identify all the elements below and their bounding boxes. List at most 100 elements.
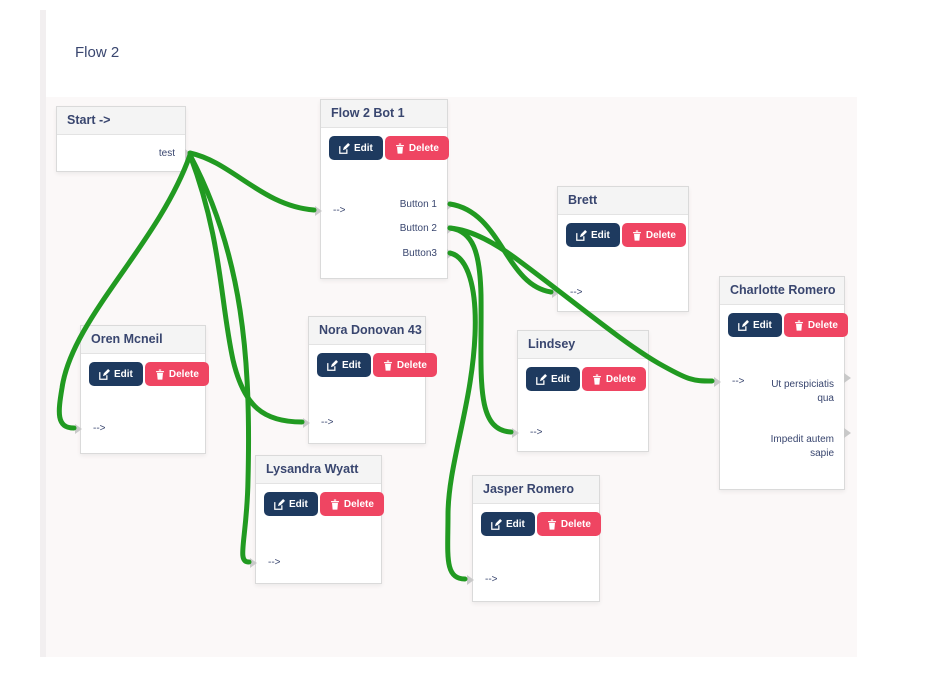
input-port[interactable] <box>467 575 474 585</box>
delete-button-label: Delete <box>807 319 838 331</box>
node-start[interactable]: Start ->test <box>56 106 192 172</box>
input-port-label: --> <box>732 376 745 387</box>
delete-button[interactable]: Delete <box>144 362 209 386</box>
node-title: Lindsey <box>518 331 648 359</box>
input-port[interactable] <box>75 424 82 434</box>
node-title: Flow 2 Bot 1 <box>321 100 447 128</box>
delete-button[interactable]: Delete <box>384 136 449 160</box>
node-actions: Edit Delete <box>81 354 209 386</box>
edit-pencil-icon <box>536 373 547 385</box>
edit-pencil-icon <box>491 518 502 530</box>
trash-icon <box>592 373 601 385</box>
flow-title-card: Flow 2 <box>46 29 857 98</box>
input-port[interactable] <box>512 428 519 438</box>
edit-button[interactable]: Edit <box>317 353 371 377</box>
input-port[interactable] <box>303 418 310 428</box>
input-port[interactable] <box>315 206 322 216</box>
edit-button-label: Edit <box>114 368 133 380</box>
edit-button-label: Edit <box>551 373 570 385</box>
input-port[interactable] <box>714 377 721 387</box>
node-actions: Edit Delete <box>720 305 848 337</box>
edit-pencil-icon <box>339 142 350 154</box>
input-port[interactable] <box>552 288 559 298</box>
node-actions: Edit Delete <box>473 504 601 536</box>
edit-button[interactable]: Edit <box>329 136 383 160</box>
edit-button-label: Edit <box>591 229 610 241</box>
input-port-label: --> <box>530 427 543 438</box>
node-actions: Edit Delete <box>518 359 648 391</box>
node-actions: Edit Delete <box>309 345 437 377</box>
node-title: Brett <box>558 187 688 215</box>
edit-button[interactable]: Edit <box>566 223 620 247</box>
delete-button[interactable]: Delete <box>783 313 848 337</box>
output-port[interactable] <box>447 224 454 234</box>
trash-icon <box>155 368 164 380</box>
input-port-label: --> <box>268 557 281 568</box>
input-port-label: --> <box>333 205 346 216</box>
delete-button[interactable]: Delete <box>372 353 437 377</box>
edit-button[interactable]: Edit <box>264 492 318 516</box>
edit-pencil-icon <box>327 359 338 371</box>
edit-pencil-icon <box>738 319 749 331</box>
edit-button[interactable]: Edit <box>481 512 535 536</box>
input-port-label: --> <box>485 574 498 585</box>
input-port-label: --> <box>93 423 106 434</box>
input-port-label: --> <box>570 287 583 298</box>
delete-button-label: Delete <box>605 373 636 385</box>
trash-icon <box>330 498 339 510</box>
left-panel-edge <box>40 10 46 657</box>
delete-button-label: Delete <box>168 368 199 380</box>
delete-button[interactable]: Delete <box>621 223 686 247</box>
edit-pencil-icon <box>99 368 110 380</box>
node-title: Charlotte Romero <box>720 277 844 305</box>
edit-button[interactable]: Edit <box>728 313 782 337</box>
output-port-label: Button 2 <box>399 223 437 234</box>
output-port-label: Button 1 <box>399 199 437 210</box>
trash-icon <box>794 319 803 331</box>
edit-pencil-icon <box>576 229 587 241</box>
output-port[interactable] <box>185 149 192 159</box>
trash-icon <box>383 359 392 371</box>
delete-button-label: Delete <box>343 498 374 510</box>
edit-button-label: Edit <box>354 142 373 154</box>
output-port-label: Button3 <box>402 248 437 259</box>
trash-icon <box>632 229 641 241</box>
delete-button-label: Delete <box>560 518 591 530</box>
delete-button[interactable]: Delete <box>536 512 601 536</box>
delete-button-label: Delete <box>645 229 676 241</box>
delete-button[interactable]: Delete <box>319 492 384 516</box>
output-port[interactable] <box>844 428 851 438</box>
edit-button-label: Edit <box>342 359 361 371</box>
delete-button[interactable]: Delete <box>581 367 646 391</box>
node-nora[interactable]: Nora Donovan 43 Edit Delete --> <box>303 316 437 444</box>
node-title: Nora Donovan 43 <box>309 317 425 345</box>
edit-pencil-icon <box>274 498 285 510</box>
delete-button-label: Delete <box>396 359 427 371</box>
output-port-label: Ut perspiciatis qua <box>771 379 834 404</box>
page-title: Flow 2 <box>75 44 120 61</box>
output-port[interactable] <box>447 249 454 259</box>
delete-button-label: Delete <box>408 142 439 154</box>
node-flow2bot1[interactable]: Flow 2 Bot 1 Edit Delete --> Button 1 Button … <box>315 99 454 279</box>
trash-icon <box>395 142 404 154</box>
input-port[interactable] <box>250 558 257 568</box>
input-port-label: --> <box>321 417 334 428</box>
node-title: Jasper Romero <box>473 476 599 504</box>
output-port-label: Impedit autem sapie <box>770 434 834 459</box>
output-port-label: test <box>158 148 175 159</box>
edit-button[interactable]: Edit <box>526 367 580 391</box>
edit-button[interactable]: Edit <box>89 362 143 386</box>
output-port[interactable] <box>447 200 454 210</box>
node-actions: Edit Delete <box>321 128 449 160</box>
node-actions: Edit Delete <box>256 484 384 516</box>
output-port[interactable] <box>844 373 851 383</box>
trash-icon <box>547 518 556 530</box>
edit-button-label: Edit <box>506 518 525 530</box>
